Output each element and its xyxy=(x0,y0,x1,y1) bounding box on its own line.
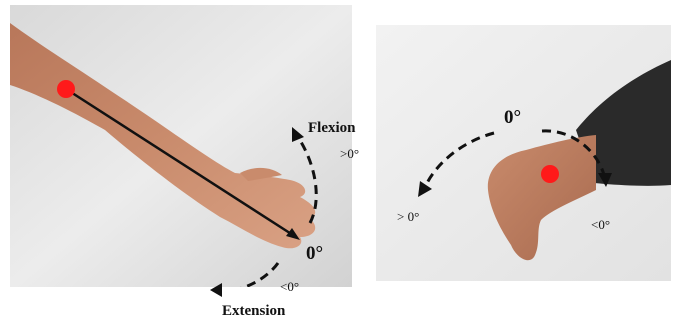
elbow-marker xyxy=(57,80,75,98)
extension-label: Extension xyxy=(222,303,285,320)
wrist-marker xyxy=(541,165,559,183)
neutral-angle-label-left: 0° xyxy=(306,243,323,265)
extension-arrowhead xyxy=(200,270,240,300)
neutral-angle-label-right: 0° xyxy=(504,107,521,129)
hand-illustration xyxy=(376,25,671,281)
positive-range-label-right: > 0° xyxy=(397,209,419,225)
extension-range-label: <0° xyxy=(280,279,299,295)
forearm-illustration xyxy=(10,5,352,287)
negative-range-label-right: <0° xyxy=(591,217,610,233)
hand-photo-right xyxy=(376,25,671,281)
forearm-photo-left xyxy=(10,5,352,287)
flexion-range-label: >0° xyxy=(340,146,359,162)
flexion-label: Flexion xyxy=(308,120,356,137)
